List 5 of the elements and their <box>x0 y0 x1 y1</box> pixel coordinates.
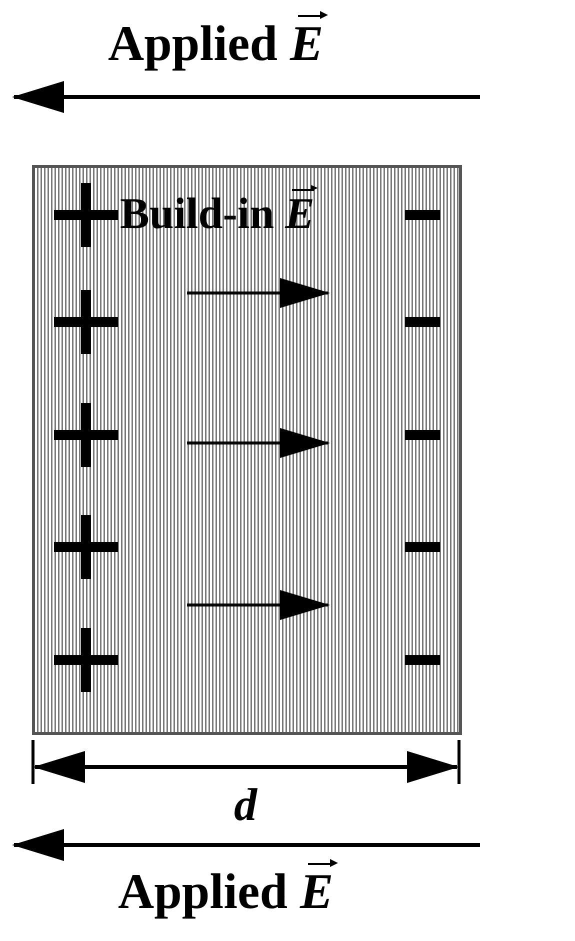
field-label: Build-in E⃗ <box>120 188 349 239</box>
dimension-label: d <box>234 778 257 831</box>
field-label: Applied E⃗ <box>118 862 372 920</box>
dielectric-slab <box>32 165 462 735</box>
field-label: Applied E⃗ <box>108 14 362 72</box>
